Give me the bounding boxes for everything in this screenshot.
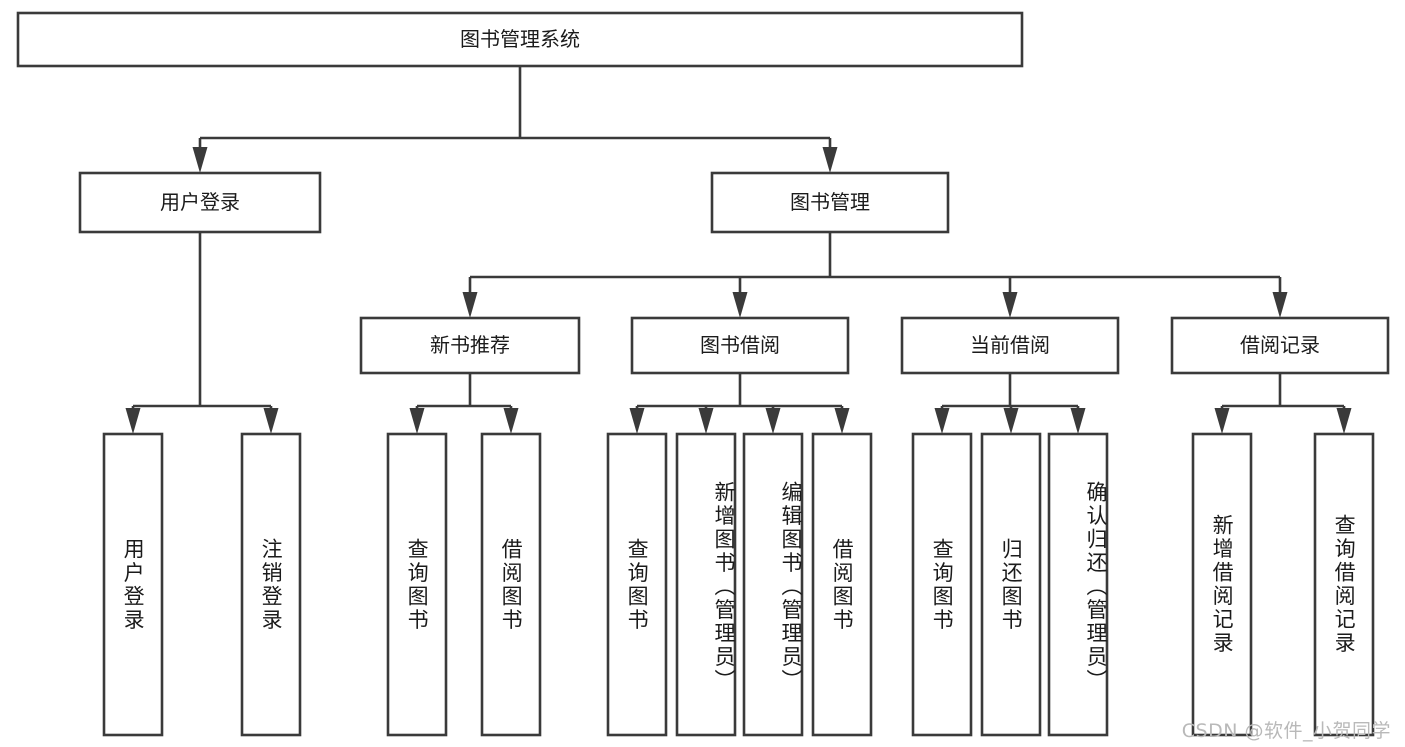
- node-box-leaf-add-book[interactable]: [675, 432, 737, 737]
- node-label-root: 图书管理系统: [460, 27, 580, 51]
- node-label-current-borrow: 当前借阅: [970, 333, 1050, 357]
- node-box-user-login[interactable]: [78, 171, 322, 234]
- node-book-manage[interactable]: 图书管理: [710, 171, 950, 234]
- node-leaf-user-login[interactable]: [102, 432, 164, 737]
- node-label-user-login: 用户登录: [160, 190, 240, 214]
- node-label-borrow-record: 借阅记录: [1240, 333, 1320, 357]
- connector-layer: [125, 66, 1352, 434]
- node-label-book-borrow: 图书借阅: [700, 333, 780, 357]
- watermark-text: CSDN @软件_小贺同学: [1181, 720, 1391, 742]
- node-box-borrow-record[interactable]: [1170, 316, 1390, 375]
- node-label-new-book-rec: 新书推荐: [430, 333, 510, 357]
- node-box-leaf-edit-book[interactable]: [742, 432, 804, 737]
- node-box-leaf-return-book[interactable]: [980, 432, 1042, 737]
- node-box-leaf-query-book-2[interactable]: [606, 432, 668, 737]
- node-borrow-record[interactable]: 借阅记录: [1170, 316, 1390, 375]
- node-leaf-query-book-2[interactable]: [606, 432, 668, 737]
- node-leaf-return-book[interactable]: [980, 432, 1042, 737]
- node-leaf-query-book-3[interactable]: [911, 432, 973, 737]
- node-leaf-query-record[interactable]: [1313, 432, 1375, 737]
- node-current-borrow[interactable]: 当前借阅: [900, 316, 1120, 375]
- node-box-leaf-logout[interactable]: [240, 432, 302, 737]
- node-box-root[interactable]: [16, 11, 1024, 68]
- node-box-book-manage[interactable]: [710, 171, 950, 234]
- node-box-leaf-borrow-book-2[interactable]: [811, 432, 873, 737]
- node-leaf-add-book[interactable]: [675, 432, 737, 737]
- node-book-borrow[interactable]: 图书借阅: [630, 316, 850, 375]
- node-box-book-borrow[interactable]: [630, 316, 850, 375]
- node-box-leaf-query-record[interactable]: [1313, 432, 1375, 737]
- node-box-current-borrow[interactable]: [900, 316, 1120, 375]
- node-label-book-manage: 图书管理: [790, 190, 870, 214]
- node-leaf-borrow-book-2[interactable]: [811, 432, 873, 737]
- node-box-leaf-query-book-3[interactable]: [911, 432, 973, 737]
- node-box-leaf-query-book-1[interactable]: [386, 432, 448, 737]
- node-box-leaf-borrow-book-1[interactable]: [480, 432, 542, 737]
- node-leaf-borrow-book-1[interactable]: [480, 432, 542, 737]
- node-new-book-rec[interactable]: 新书推荐: [359, 316, 581, 375]
- node-box-new-book-rec[interactable]: [359, 316, 581, 375]
- node-leaf-confirm-return[interactable]: [1047, 432, 1109, 737]
- node-box-leaf-user-login[interactable]: [102, 432, 164, 737]
- node-leaf-query-book-1[interactable]: [386, 432, 448, 737]
- node-box-leaf-confirm-return[interactable]: [1047, 432, 1109, 737]
- node-leaf-logout[interactable]: [240, 432, 302, 737]
- node-root[interactable]: 图书管理系统: [16, 11, 1024, 68]
- node-box-leaf-add-record[interactable]: [1191, 432, 1253, 737]
- node-user-login[interactable]: 用户登录: [78, 171, 322, 234]
- node-leaf-add-record[interactable]: [1191, 432, 1253, 737]
- node-leaf-edit-book[interactable]: [742, 432, 804, 737]
